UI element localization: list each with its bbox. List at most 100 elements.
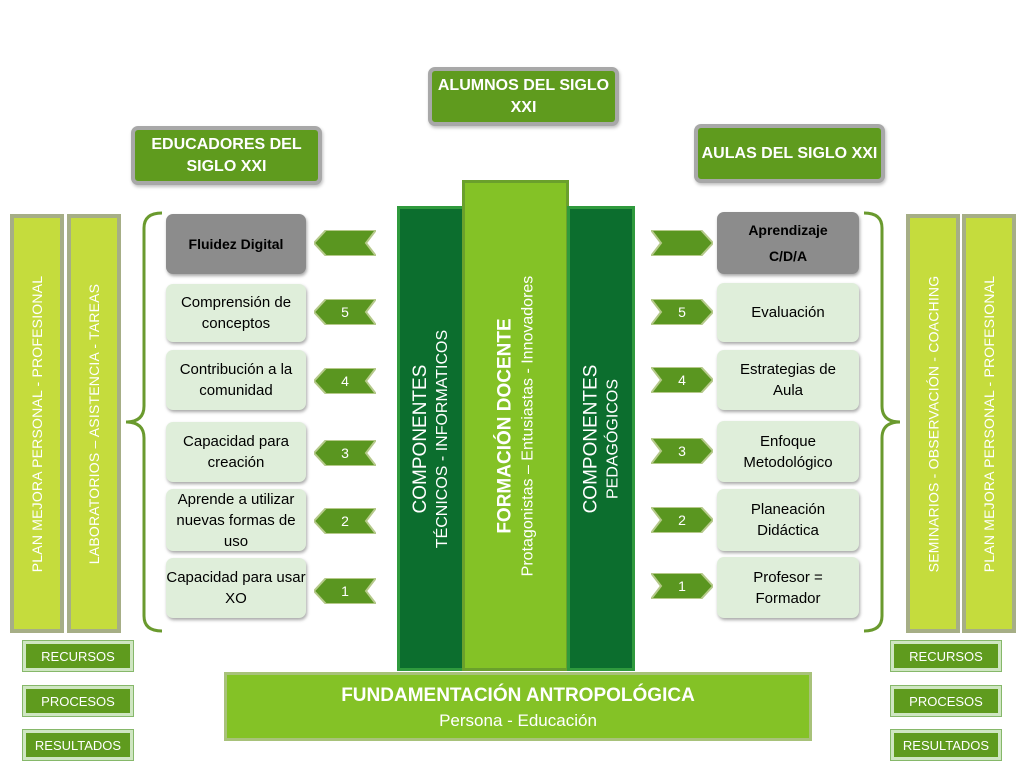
header-educadores: EDUCADORES DEL SIGLO XXI — [131, 126, 322, 185]
left-bar-plan-label: PLAN MEJORA PERSONAL - PROFESIONAL — [29, 275, 45, 572]
left-arrow-number: 5 — [341, 304, 349, 320]
right-tag-recursos: RECURSOS — [890, 640, 1002, 672]
column-formacion: FORMACIÓN DOCENTE Protagonistas – Entusi… — [462, 180, 569, 671]
right-tag-resultados-label: RESULTADOS — [902, 737, 990, 753]
left-item-comprension: Comprensión de conceptos — [166, 284, 306, 342]
right-bar-plan-label: PLAN MEJORA PERSONAL - PROFESIONAL — [981, 275, 997, 572]
left-arrow-shape — [314, 299, 376, 325]
left-arrow-1: 1 — [314, 578, 376, 604]
left-arrow-shape — [314, 368, 376, 394]
right-arrow-number: 1 — [678, 578, 686, 594]
column-pedagogicos: COMPONENTES PEDAGÓGICOS — [567, 206, 635, 671]
left-tag-resultados-label: RESULTADOS — [34, 737, 122, 753]
left-arrow-2: 2 — [314, 508, 376, 534]
left-arrow-number: 3 — [341, 445, 349, 461]
column-tecnicos-title: COMPONENTES — [410, 364, 431, 513]
left-item-capacidad-creacion: Capacidad para creación — [166, 422, 306, 482]
header-alumnos: ALUMNOS DEL SIGLO XXI — [428, 67, 619, 126]
left-item-capacidad-xo-label: Capacidad para usar XO — [166, 569, 306, 607]
left-item-contribucion-label: Contribución a la comunidad — [179, 361, 293, 399]
left-arrow-number: 4 — [341, 373, 349, 389]
left-item-fluidez: Fluidez Digital — [166, 214, 306, 274]
right-arrow-5: 5 — [651, 299, 713, 325]
right-arrow-4: 4 — [651, 367, 713, 393]
right-arrow-shape — [651, 573, 713, 599]
column-pedagogicos-text: COMPONENTES PEDAGÓGICOS — [579, 364, 623, 513]
left-tag-procesos: PROCESOS — [22, 685, 134, 717]
column-formacion-text: FORMACIÓN DOCENTE Protagonistas – Entusi… — [493, 275, 539, 576]
left-item-comprension-label: Comprensión de conceptos — [180, 294, 292, 332]
left-arrow-number: 1 — [341, 583, 349, 599]
right-bar-seminarios: SEMINARIOS - OBSERVACIÓN - COACHING — [906, 214, 960, 633]
header-educadores-label: EDUCADORES DEL SIGLO XXI — [151, 135, 302, 175]
right-arrow-number: 4 — [678, 372, 686, 388]
right-arrow-shape — [651, 438, 713, 464]
left-arrow-3: 3 — [314, 440, 376, 466]
left-arrow-shape — [314, 578, 376, 604]
right-item-evaluacion-label: Evaluación — [751, 304, 825, 321]
left-item-aprende: Aprende a utilizar nuevas formas de uso — [166, 489, 306, 551]
right-arrow-3: 3 — [651, 438, 713, 464]
left-arrow-5: 5 — [314, 299, 376, 325]
column-tecnicos-text: COMPONENTES TÉCNICOS - INFORMATICOS — [409, 329, 453, 547]
right-item-enfoque: Enfoque Metodológico — [717, 421, 859, 482]
left-tag-recursos-label: RECURSOS — [41, 648, 115, 664]
right-item-estrategias-label: Estrategias de Aula — [740, 361, 836, 399]
column-pedagogicos-subtitle: PEDAGÓGICOS — [604, 378, 622, 499]
right-arrow-2: 2 — [651, 507, 713, 533]
right-item-planeacion-label: Planeación Didáctica — [750, 501, 826, 539]
right-item-aprendizaje-label: Aprendizaje C/D/A — [748, 222, 828, 264]
left-tag-recursos: RECURSOS — [22, 640, 134, 672]
column-tecnicos: COMPONENTES TÉCNICOS - INFORMATICOS — [397, 206, 465, 671]
left-bar-laboratorios: LABORATORIOS – ASISTENCIA - TAREAS — [67, 214, 121, 633]
right-arrow-number: 2 — [678, 512, 686, 528]
left-item-contribucion: Contribución a la comunidad — [166, 350, 306, 410]
right-arrow-number: 5 — [678, 304, 686, 320]
right-bar-seminarios-label: SEMINARIOS - OBSERVACIÓN - COACHING — [925, 275, 942, 572]
right-item-aprendizaje: Aprendizaje C/D/A — [717, 212, 859, 274]
left-arrow-number — [314, 230, 376, 256]
left-tag-procesos-label: PROCESOS — [41, 693, 115, 709]
left-arrow-4: 4 — [314, 368, 376, 394]
right-item-planeacion: Planeación Didáctica — [717, 489, 859, 551]
right-tag-resultados: RESULTADOS — [890, 729, 1002, 761]
column-pedagogicos-title: COMPONENTES — [580, 364, 602, 513]
right-tag-recursos-label: RECURSOS — [909, 648, 983, 664]
left-arrow-shape — [314, 230, 376, 256]
header-aulas: AULAS DEL SIGLO XXI — [694, 124, 885, 183]
right-item-enfoque-label: Enfoque Metodológico — [743, 432, 833, 471]
right-bar-plan: PLAN MEJORA PERSONAL - PROFESIONAL — [962, 214, 1016, 633]
right-arrow-shape — [651, 507, 713, 533]
right-item-profesor: Profesor = Formador — [717, 557, 859, 618]
right-arrow-1: 1 — [651, 573, 713, 599]
left-item-capacidad-xo: Capacidad para usar XO — [166, 558, 306, 618]
right-item-evaluacion: Evaluación — [717, 283, 859, 342]
left-item-aprende-label: Aprende a utilizar nuevas formas de uso — [176, 490, 296, 550]
right-item-estrategias: Estrategias de Aula — [717, 350, 859, 410]
right-arrow-number — [651, 230, 713, 256]
left-item-capacidad-creacion-label: Capacidad para creación — [183, 433, 289, 471]
foundation-subtitle: Persona - Educación — [439, 711, 597, 730]
header-aulas-label: AULAS DEL SIGLO XXI — [701, 144, 878, 162]
foundation-box: FUNDAMENTACIÓN ANTROPOLÓGICA Persona - E… — [224, 672, 812, 741]
right-item-profesor-label: Profesor = Formador — [753, 568, 823, 607]
left-bar-laboratorios-label: LABORATORIOS – ASISTENCIA - TAREAS — [86, 283, 102, 564]
right-tag-procesos-label: PROCESOS — [909, 693, 983, 709]
column-tecnicos-subtitle: TÉCNICOS - INFORMATICOS — [434, 329, 451, 548]
column-formacion-title: FORMACIÓN DOCENTE — [494, 317, 516, 534]
header-alumnos-label: ALUMNOS DEL SIGLO XXI — [437, 76, 610, 116]
left-item-fluidez-label: Fluidez Digital — [188, 235, 284, 252]
column-formacion-subtitle: Protagonistas – Entusiastas - Innovadore… — [519, 275, 537, 576]
left-brace — [125, 211, 163, 633]
right-tag-procesos: PROCESOS — [890, 685, 1002, 717]
right-arrow-number: 3 — [678, 443, 686, 459]
right-arrow-shape — [651, 367, 713, 393]
right-arrow-0 — [651, 230, 713, 256]
left-arrow-0 — [314, 230, 376, 256]
left-tag-resultados: RESULTADOS — [22, 729, 134, 761]
left-bar-plan: PLAN MEJORA PERSONAL - PROFESIONAL — [10, 214, 64, 633]
left-arrow-shape — [314, 508, 376, 534]
left-arrow-number: 2 — [341, 513, 349, 529]
right-brace — [863, 211, 901, 633]
right-arrow-shape — [651, 230, 713, 256]
